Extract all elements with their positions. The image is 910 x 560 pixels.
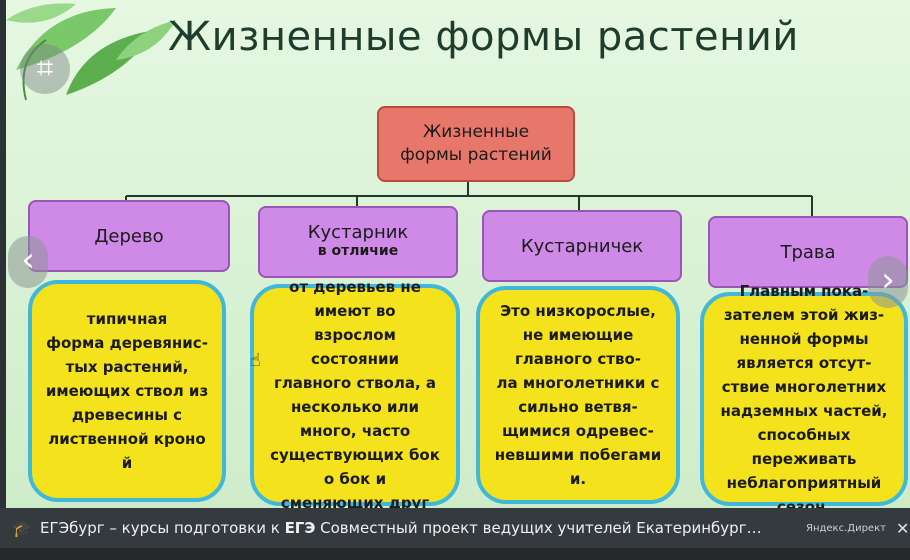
ad-text[interactable]: ЕГЭбург – курсы подготовки к ЕГЭ Совмест…: [40, 519, 800, 537]
ad-brand: ЕГЭбург – курсы подготовки к: [40, 519, 285, 537]
root-node: Жизненные формы растений: [377, 106, 575, 182]
hand-cursor-icon: ☝: [250, 350, 261, 371]
slide-title: Жизненные формы растений: [168, 14, 799, 60]
chevron-left-icon[interactable]: ‹: [8, 236, 48, 288]
ad-banner[interactable]: 🎓 ЕГЭбург – курсы подготовки к ЕГЭ Совме…: [0, 508, 910, 548]
close-icon[interactable]: ✕: [895, 518, 910, 538]
category-tree: Дерево: [28, 200, 230, 272]
description-shrub: от деревьев не имеют во взрослом состоян…: [250, 278, 460, 512]
category-label: Кустарник: [307, 222, 409, 243]
description-text: от деревьев не имеют во взрослом состоян…: [270, 278, 440, 512]
description-subshrub: Это низкорослые, не имеющие главного ств…: [476, 286, 680, 504]
crop-icon[interactable]: ⌗: [20, 44, 70, 94]
ad-body: Совместный проект ведущих учителей Екате…: [315, 519, 762, 537]
category-label: Кустарничек: [520, 235, 644, 257]
graduation-cap-icon: 🎓: [12, 518, 32, 538]
presentation-slide: Жизненные формы растений ⌗ Жизненные фор…: [6, 0, 910, 516]
category-subshrub: Кустарничек: [482, 210, 682, 282]
chevron-right-icon[interactable]: ›: [868, 256, 908, 308]
root-node-label: Жизненные формы растений: [400, 122, 552, 165]
description-herb: Главным пока- зателем этой жиз- ненной ф…: [700, 282, 908, 516]
description-text: Главным пока- зателем этой жиз- ненной ф…: [720, 282, 888, 516]
ad-brand-bold: ЕГЭ: [284, 519, 316, 537]
description-text: Это низкорослые, не имеющие главного ств…: [494, 302, 662, 488]
description-tree: типичная форма деревянис- тых растений, …: [28, 280, 226, 502]
leaves-decoration-icon: [6, 3, 176, 101]
screen-bezel: [0, 548, 910, 560]
category-shrub: Кустарник в отличие: [258, 206, 458, 278]
category-sublabel: в отличие: [317, 243, 399, 259]
description-text: типичная форма деревянис- тых растений, …: [45, 310, 209, 472]
ad-source-label: Яндекс.Директ: [806, 522, 886, 534]
category-label: Трава: [780, 241, 836, 263]
category-label: Дерево: [94, 225, 164, 247]
